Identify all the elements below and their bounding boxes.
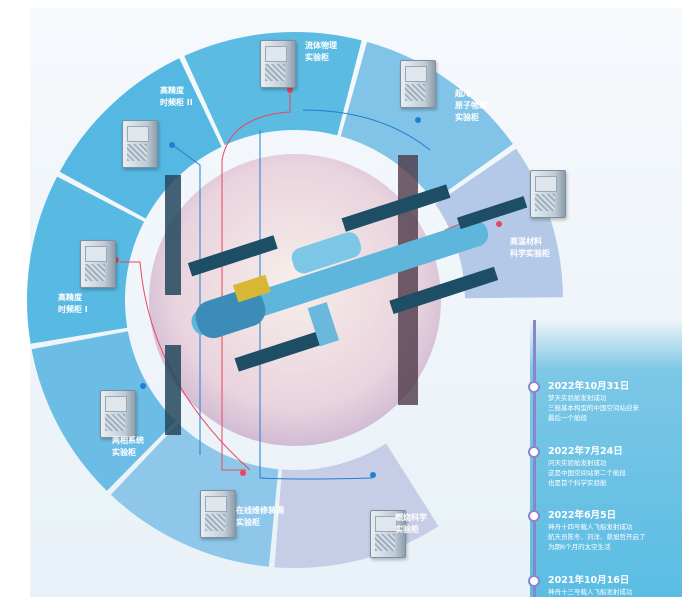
cabinet-label: 两相系统 实验柜: [112, 436, 144, 457]
timeline-date: 2021年10月16日: [548, 575, 630, 586]
ring-segment: [340, 41, 513, 202]
cabinet-label: 在线维修装调 实验柜: [236, 506, 284, 527]
ring-segment: [274, 443, 439, 569]
timeline-desc: 神舟十三号载人飞船发射成功: [548, 588, 633, 596]
experiment-cabinet-image: [200, 490, 236, 538]
timeline-date: 2022年10月31日: [548, 381, 630, 392]
timeline-date: 2022年7月24日: [548, 446, 623, 457]
timeline-dot: [528, 575, 540, 587]
timeline-dot: [528, 381, 540, 393]
timeline-date: 2022年6月5日: [548, 510, 617, 521]
cabinet-label: 高精度 时频柜 II: [160, 86, 193, 107]
cabinet-label: 燃烧科学 实验柜: [395, 513, 427, 534]
timeline-desc: 问天实验舱发射成功 这是中国空间站第二个舱段 也是首个科学实验舱: [548, 459, 626, 487]
cabinet-label: 高精度 时频柜 I: [58, 293, 88, 314]
experiment-cabinet-image: [100, 390, 136, 438]
timeline-desc: 神舟十四号载人飞船发射成功 航天员陈冬、刘洋、蔡旭哲开启了 为期6个月的太空生活: [548, 523, 646, 551]
experiment-cabinet-image: [370, 510, 406, 558]
experiment-cabinet-image: [80, 240, 116, 288]
timeline-panel: [530, 320, 682, 597]
cabinet-label: 超冷 原子物理 实验柜: [455, 89, 487, 122]
space-station-icon: [165, 155, 528, 435]
ring-segment: [184, 32, 362, 146]
cabinet-label: 流体物理 实验柜: [305, 41, 337, 62]
cabinet-label: 高温材料 科学实验柜: [510, 237, 550, 258]
timeline-desc: 梦天实验舱发射成功 三舱基本构型的中国空间站迎来 最后一个舱段: [548, 394, 639, 422]
experiment-cabinet-image: [530, 170, 566, 218]
timeline-line: [533, 320, 536, 597]
experiment-cabinet-image: [122, 120, 158, 168]
experiment-cabinet-image: [400, 60, 436, 108]
experiment-cabinet-image: [260, 40, 296, 88]
timeline-dot: [528, 510, 540, 522]
ring-segment: [110, 423, 279, 567]
timeline-dot: [528, 446, 540, 458]
